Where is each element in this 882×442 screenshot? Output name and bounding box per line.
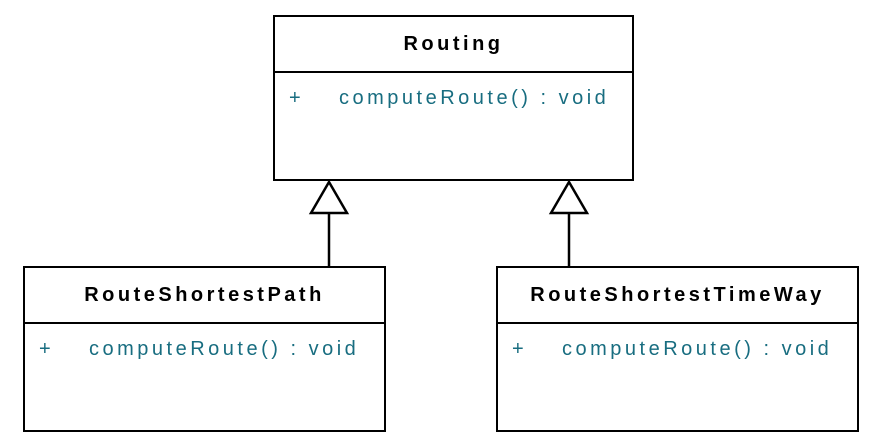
class-route-shortest-path: RouteShortestPath + computeRoute() : voi… bbox=[23, 266, 386, 432]
class-name: RouteShortestTimeWay bbox=[498, 268, 857, 324]
generalization-left bbox=[308, 179, 350, 267]
class-routing: Routing + computeRoute() : void bbox=[273, 15, 634, 181]
class-methods-compartment: + computeRoute() : void bbox=[25, 324, 384, 361]
method-visibility: + bbox=[289, 87, 305, 109]
method-visibility: + bbox=[512, 338, 528, 360]
class-methods-compartment: + computeRoute() : void bbox=[498, 324, 857, 361]
generalization-arrowhead-left-icon bbox=[308, 179, 350, 215]
class-route-shortest-time-way: RouteShortestTimeWay + computeRoute() : … bbox=[496, 266, 859, 432]
class-name: Routing bbox=[275, 17, 632, 73]
method-row: + computeRoute() : void bbox=[512, 337, 857, 361]
method-signature: computeRoute() : void bbox=[89, 338, 360, 360]
generalization-right bbox=[548, 179, 590, 267]
class-methods-compartment: + computeRoute() : void bbox=[275, 73, 632, 110]
generalization-arrowhead-right-icon bbox=[548, 179, 590, 215]
class-name: RouteShortestPath bbox=[25, 268, 384, 324]
method-signature: computeRoute() : void bbox=[339, 87, 610, 109]
method-signature: computeRoute() : void bbox=[562, 338, 833, 360]
method-visibility: + bbox=[39, 338, 55, 360]
method-row: + computeRoute() : void bbox=[39, 337, 384, 361]
method-row: + computeRoute() : void bbox=[289, 86, 632, 110]
